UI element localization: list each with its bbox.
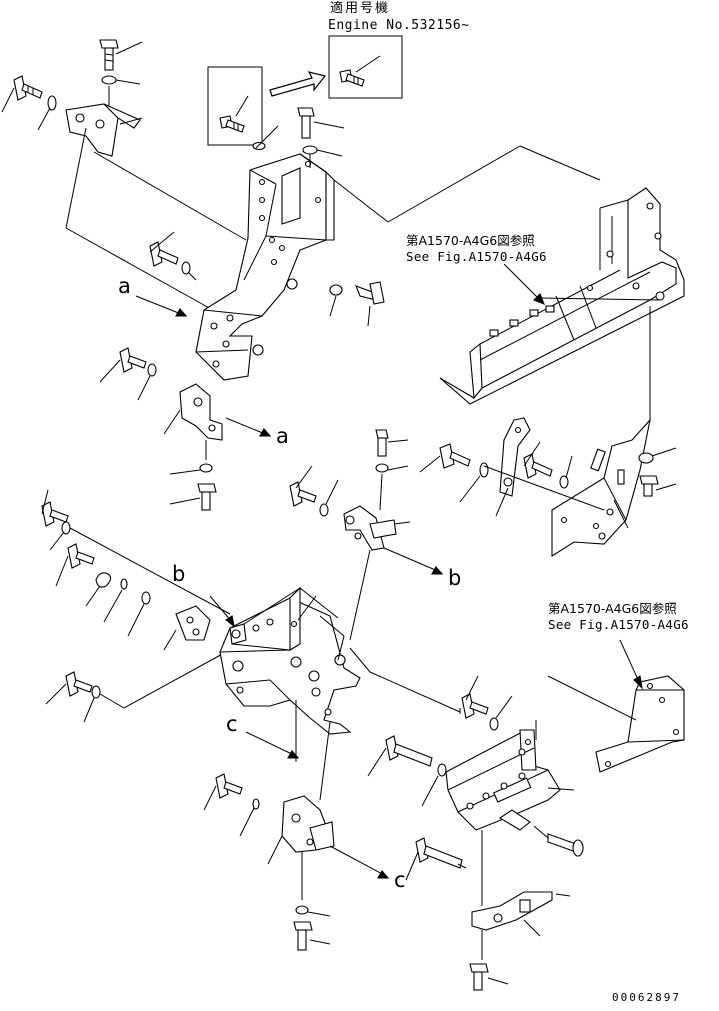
reference-jp-upper: 第A1570-A4G6図参照 [406,233,535,248]
right-plates [419,417,677,558]
upper-right-frame [439,187,685,420]
reference-en-lower: See Fig.A1570-A4G6 [548,617,689,632]
view-callout-b-left: b [172,562,186,586]
view-callout-c-right: c [394,868,406,892]
bolt-new [339,55,381,87]
view-callout-a-left: a [118,274,131,298]
bracket-b [289,429,444,641]
serial-inset [207,35,403,146]
reference-jp-lower: 第A1570-A4G6図参照 [548,601,677,616]
document-number: 00062897 [612,991,681,1004]
lower-right-assembly [367,675,584,991]
lower-left-assembly [41,489,461,801]
view-callout-a-right: a [276,424,289,448]
upper-left-assembly [1,39,601,381]
ref-plate-lower [547,639,685,773]
upgrade-arrow [269,71,327,97]
view-callout-b-right: b [448,566,462,590]
engine-serial-label: Engine No.532156~ [328,18,470,33]
bolt-old [219,95,249,133]
bracket-a [99,347,223,511]
view-callout-c-left: c [226,712,238,736]
view-a-arrows [135,295,272,437]
reference-en-upper: See Fig.A1570-A4G6 [406,249,547,264]
bracket-c [203,773,390,951]
applicable-serial-jp: 適用号機 [330,1,391,16]
